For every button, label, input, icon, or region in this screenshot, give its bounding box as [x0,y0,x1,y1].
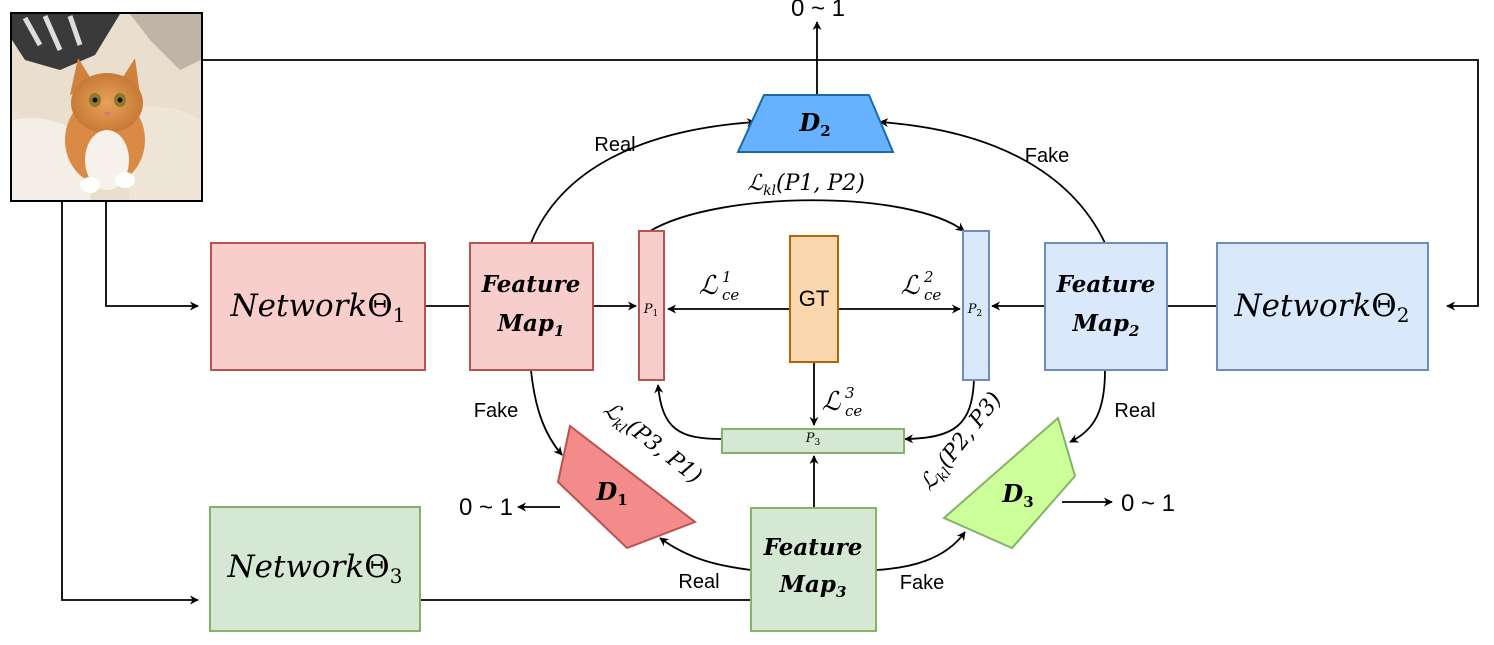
kl-p1-p2-sub: kl [763,183,776,199]
svg-text:ℒ: ℒ [699,271,719,301]
feature-map-2: Feature Map2 [1044,242,1168,371]
network-3-theta: Θ [364,549,389,585]
label-real-fm3-d1: Real [678,571,719,593]
label-real-fm1-d2: Real [594,134,635,156]
connectors [61,21,1479,605]
network-2-sub: 2 [1397,303,1410,327]
discriminator-d3: D3 [942,416,1077,550]
svg-text:ℒ: ℒ [901,271,921,301]
d2-label: D [798,108,820,137]
svg-text:D3: D3 [1001,479,1033,511]
kl-p1-p2-symbol: ℒ [747,171,764,196]
svg-text:Map3: Map3 [779,571,847,601]
ce3-symbol: ℒ [822,387,842,417]
prediction-p2: P2 [962,230,990,381]
label-fake-fm2-d2: Fake [1025,145,1069,167]
ce3-sup: 3 [845,384,855,402]
ce2-sub: ce [924,286,941,304]
discriminator-d1: D1 [556,424,698,550]
network-2-label: Network [1234,288,1372,324]
d3-sub: 3 [1023,493,1033,511]
d3-output-label: 0 ~ 1 [1121,490,1175,517]
svg-text:ℒ: ℒ [822,387,842,417]
ce2-sup: 2 [923,268,934,286]
p3-label: P [805,431,815,446]
label-fake-fm3-d3: Fake [900,572,944,594]
feature-map-2-line2: Map [1072,310,1129,337]
svg-text:Map2: Map2 [1072,310,1140,340]
kl-p1-p2-args: (P1, P2) [776,171,865,196]
label-real-fm2-d3: Real [1114,400,1155,422]
feature-map-1-line1: Feature [481,271,581,298]
svg-text:Map1: Map1 [497,310,565,340]
feature-map-3-line2: Map [779,571,836,598]
label-fake-fm1-d1: Fake [474,400,518,422]
feature-map-2-line1: Feature [1056,271,1156,298]
svg-text:D2: D2 [798,108,830,140]
network-1: NetworkΘ1 [210,242,426,371]
prediction-p1: P1 [638,230,665,381]
feature-map-3-sub: 3 [836,583,846,601]
edge-fm2-d2-fake [879,118,1106,244]
ce1-symbol: ℒ [699,271,719,301]
edge-image-net2 [203,59,1479,311]
svg-text:P2: P2 [967,302,982,319]
input-image [10,12,203,202]
network-1-theta: Θ [367,288,392,324]
network-2: NetworkΘ2 [1216,242,1429,371]
d2-output-label: 0 ~ 1 [791,0,845,22]
svg-text:NetworkΘ3: NetworkΘ3 [227,549,403,588]
ce3-sub: ce [845,402,862,420]
p3-sub: 3 [815,438,821,448]
prediction-p3: P3 [721,428,905,454]
svg-text:D1: D1 [595,477,627,509]
edge-image-net3 [61,202,199,605]
feature-map-1: Feature Map1 [469,242,594,371]
edge-fm3-d1-real [659,537,752,571]
ce1-sub: ce [722,286,739,304]
edge-kl-p2-p3 [904,379,975,444]
svg-text:NetworkΘ1: NetworkΘ1 [230,288,406,327]
feature-map-1-sub: 1 [554,322,564,340]
p2-sub: 2 [977,309,983,319]
edge-fm1-d1-fake [530,369,563,456]
edge-fm2-d3-real [1069,369,1106,443]
network-3: NetworkΘ3 [209,506,421,632]
edge-fm3-d3-fake [875,531,966,571]
network-3-sub: 3 [390,564,403,588]
ce1-sup: 1 [722,268,732,286]
network-2-theta: Θ [1371,288,1396,324]
ground-truth: GT [789,235,839,363]
p1-label: P [643,302,653,317]
feature-map-3-line1: Feature [763,534,863,561]
edge-kl-p1-p2 [649,199,965,232]
svg-text:ℒkl(P1, P2): ℒkl(P1, P2) [747,171,865,199]
kl-p2-p3-args: (P2, P3) [933,388,1007,473]
feature-map-1-line2: Map [497,310,554,337]
p1-sub: 1 [653,309,659,319]
svg-text:NetworkΘ2: NetworkΘ2 [1234,288,1410,327]
edge-kl-p3-p1 [654,384,723,440]
gt-label: GT [799,286,830,311]
d2-sub: 2 [820,122,830,140]
network-1-sub: 1 [393,303,406,327]
feature-map-3: Feature Map3 [750,507,877,632]
network-3-label: Network [227,549,365,585]
svg-text:P3: P3 [805,431,821,448]
p2-label: P [967,302,977,317]
d1-sub: 1 [617,491,627,509]
d3-label: D [1001,479,1023,508]
ce2-symbol: ℒ [901,271,921,301]
d1-label: D [595,477,617,506]
svg-text:P1: P1 [643,302,658,319]
discriminator-d2: D2 [736,94,895,153]
feature-map-2-sub: 2 [1128,322,1139,340]
edge-image-net1 [105,202,199,311]
edge-fm1-d2-real [530,118,756,244]
network-1-label: Network [230,288,368,324]
d1-output-label: 0 ~ 1 [459,494,513,521]
